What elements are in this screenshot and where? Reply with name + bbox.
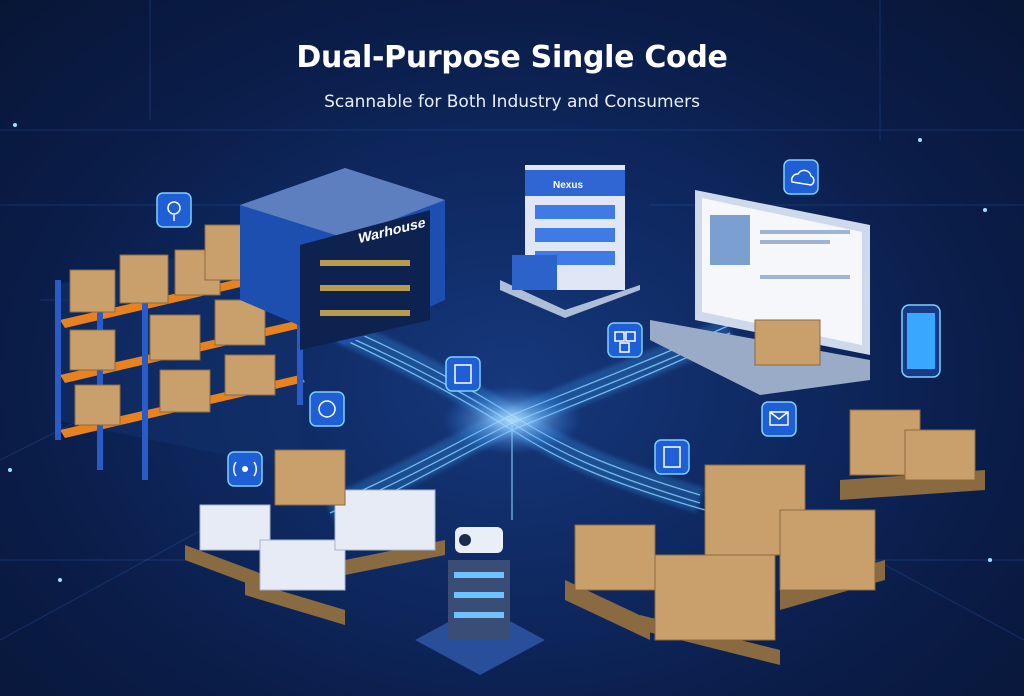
store-sign: Nexus <box>552 180 583 191</box>
sparkle-dots <box>8 123 992 582</box>
document-icon <box>654 439 690 475</box>
left-pallet-stacks <box>185 449 445 625</box>
cloud-icon <box>783 159 819 195</box>
clipboard-icon <box>445 356 481 392</box>
refresh-icon <box>309 391 345 427</box>
warehouse-shelf-rack <box>55 224 305 480</box>
page-subtitle: Scannable for Both Industry and Consumer… <box>324 92 700 112</box>
page-title: Dual-Purpose Single Code <box>296 40 728 75</box>
wireless-icon <box>227 451 263 487</box>
data-flow-network <box>324 318 736 522</box>
floating-icons <box>156 159 941 487</box>
lightbulb-icon <box>156 192 192 228</box>
right-pallet-stacks <box>565 409 985 665</box>
smartphone-icon <box>901 304 941 378</box>
warehouse-building <box>240 168 445 350</box>
boxes-icon <box>607 322 643 358</box>
online-storefront-laptop <box>650 190 870 395</box>
mail-icon <box>761 401 797 437</box>
barcode-scanner-station <box>415 527 545 675</box>
retail-store-kiosk <box>500 165 640 318</box>
